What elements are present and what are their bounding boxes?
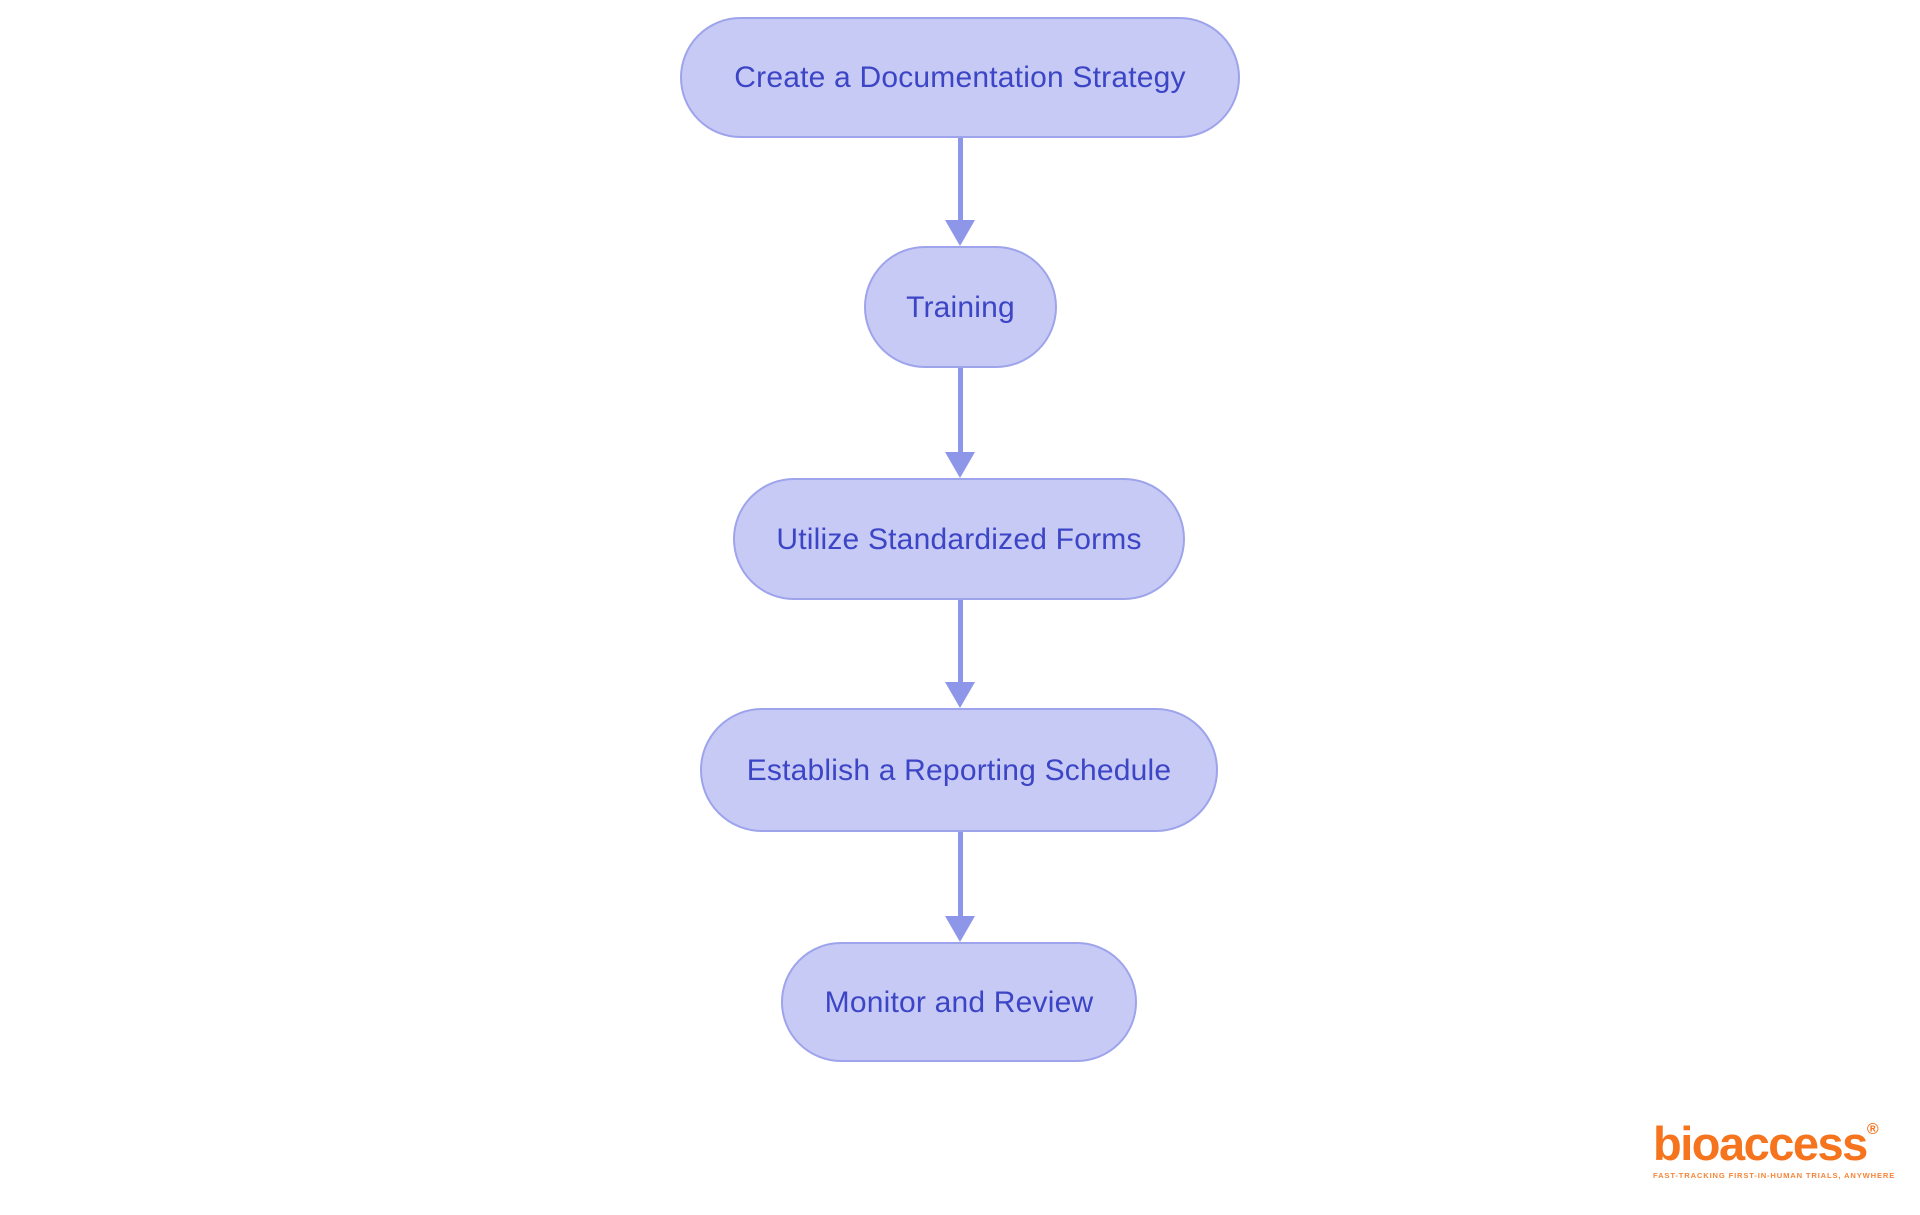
registered-trademark-icon: ® xyxy=(1866,1121,1879,1138)
bioaccess-wordmark: bioaccess® xyxy=(1653,1120,1883,1167)
flow-node-monitor-and-review: Monitor and Review xyxy=(781,942,1137,1062)
bioaccess-tagline: FAST-TRACKING FIRST-IN-HUMAN TRIALS, ANY… xyxy=(1653,1171,1896,1180)
arrow-head-icon xyxy=(945,916,975,942)
arrow-line xyxy=(957,600,963,686)
flow-arrow-2 xyxy=(945,368,975,478)
brand-text: bioaccess xyxy=(1653,1117,1868,1170)
flow-arrow-3 xyxy=(945,600,975,708)
flow-node-label: Monitor and Review xyxy=(824,985,1094,1019)
flow-arrow-4 xyxy=(945,832,975,942)
arrow-head-icon xyxy=(945,682,975,708)
flow-node-create-documentation-strategy: Create a Documentation Strategy xyxy=(680,17,1240,138)
bioaccess-logo: bioaccess® FAST-TRACKING FIRST-IN-HUMAN … xyxy=(1653,1120,1896,1180)
arrow-line xyxy=(957,832,963,920)
flow-node-training: Training xyxy=(864,246,1057,368)
arrow-head-icon xyxy=(945,452,975,478)
flow-node-label: Utilize Standardized Forms xyxy=(776,522,1142,556)
arrow-line xyxy=(957,138,963,224)
flow-arrow-1 xyxy=(945,138,975,246)
arrow-line xyxy=(957,368,963,456)
arrow-head-icon xyxy=(945,220,975,246)
flow-node-establish-reporting-schedule: Establish a Reporting Schedule xyxy=(700,708,1218,832)
flow-node-utilize-standardized-forms: Utilize Standardized Forms xyxy=(733,478,1185,600)
flow-node-label: Training xyxy=(906,290,1015,324)
flow-node-label: Establish a Reporting Schedule xyxy=(746,753,1172,787)
flow-node-label: Create a Documentation Strategy xyxy=(734,61,1186,94)
